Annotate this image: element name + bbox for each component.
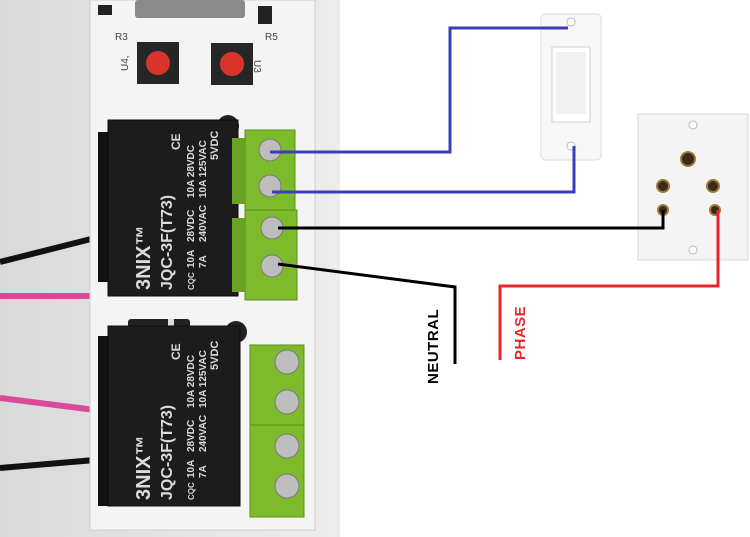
relay-2-rating-1: 10A 125VAC <box>198 350 209 408</box>
push-button-u3 <box>211 43 253 85</box>
terminal-block-2 <box>232 209 298 301</box>
wire-socket-neutral <box>278 210 665 230</box>
terminal-block-3 <box>249 344 305 426</box>
relay-1-rating-4: 28VDC <box>186 210 197 242</box>
terminal-block-1 <box>232 129 296 211</box>
relay-1-brand: 3NIX™ <box>133 226 155 290</box>
relay-2-amp-2: 10A <box>186 460 197 478</box>
wire-neutral <box>277 262 457 364</box>
relay-1-rating-1: 10A 125VAC <box>198 140 209 198</box>
screw-terminal-1 <box>258 138 282 162</box>
relay-2-coil: 5VDC <box>209 341 221 370</box>
relay-1-ce: CE <box>169 133 183 150</box>
relay-1-rating-3: 240VAC <box>198 205 209 242</box>
wire-switch-top <box>270 26 568 154</box>
screw-terminal-7 <box>274 433 300 459</box>
push-button-u4 <box>137 42 179 84</box>
relay-1-rating-2: 10A 28VDC <box>186 145 197 198</box>
relay-2-rating-4: 28VDC <box>186 420 197 452</box>
phase-label: PHASE <box>512 305 529 360</box>
relay-1-amp-2: 10A <box>186 250 197 268</box>
relay-1-amp: 7A <box>198 255 209 268</box>
screw-terminal-2 <box>258 174 282 198</box>
relay-1-coil: 5VDC <box>209 131 221 160</box>
pink-wire-left-2 <box>0 395 96 413</box>
silk-u4: U4, <box>120 55 131 71</box>
wire-phase <box>498 210 720 360</box>
relay-2-brand: 3NIX™ <box>133 436 155 500</box>
screw-terminal-5 <box>274 349 300 375</box>
relay-1: 3NIX™ JQC-3F(T73) 10A 28VDC 10A 125VAC 2… <box>98 119 239 297</box>
relay-2-rating-2: 10A 28VDC <box>186 355 197 408</box>
silk-u3: U3 <box>251 60 262 73</box>
silk-r5: R5 <box>265 32 278 43</box>
neutral-label: NEUTRAL <box>425 308 442 384</box>
wall-switch <box>540 13 602 161</box>
screw-terminal-4 <box>260 254 284 278</box>
terminal-block-4 <box>249 424 305 518</box>
screw-terminal-6 <box>274 389 300 415</box>
wire-switch-bottom <box>272 146 576 194</box>
relay-2: 3NIX™ JQC-3F(T73) 10A 28VDC 10A 125VAC 2… <box>98 325 241 507</box>
black-wire-left-2 <box>0 457 96 471</box>
relay-2-model: JQC-3F(T73) <box>159 405 176 500</box>
black-wire-left-1 <box>0 235 96 265</box>
silk-r3: R3 <box>115 32 128 43</box>
relay-1-cqc: CQC <box>187 272 196 290</box>
power-socket <box>637 113 749 261</box>
screw-terminal-8 <box>274 473 300 499</box>
relay-1-model: JQC-3F(T73) <box>159 195 176 290</box>
relay-2-cqc: CQC <box>187 482 196 500</box>
relay-2-amp: 7A <box>198 465 209 478</box>
relay-2-ce: CE <box>169 343 183 360</box>
relay-2-rating-3: 240VAC <box>198 415 209 452</box>
